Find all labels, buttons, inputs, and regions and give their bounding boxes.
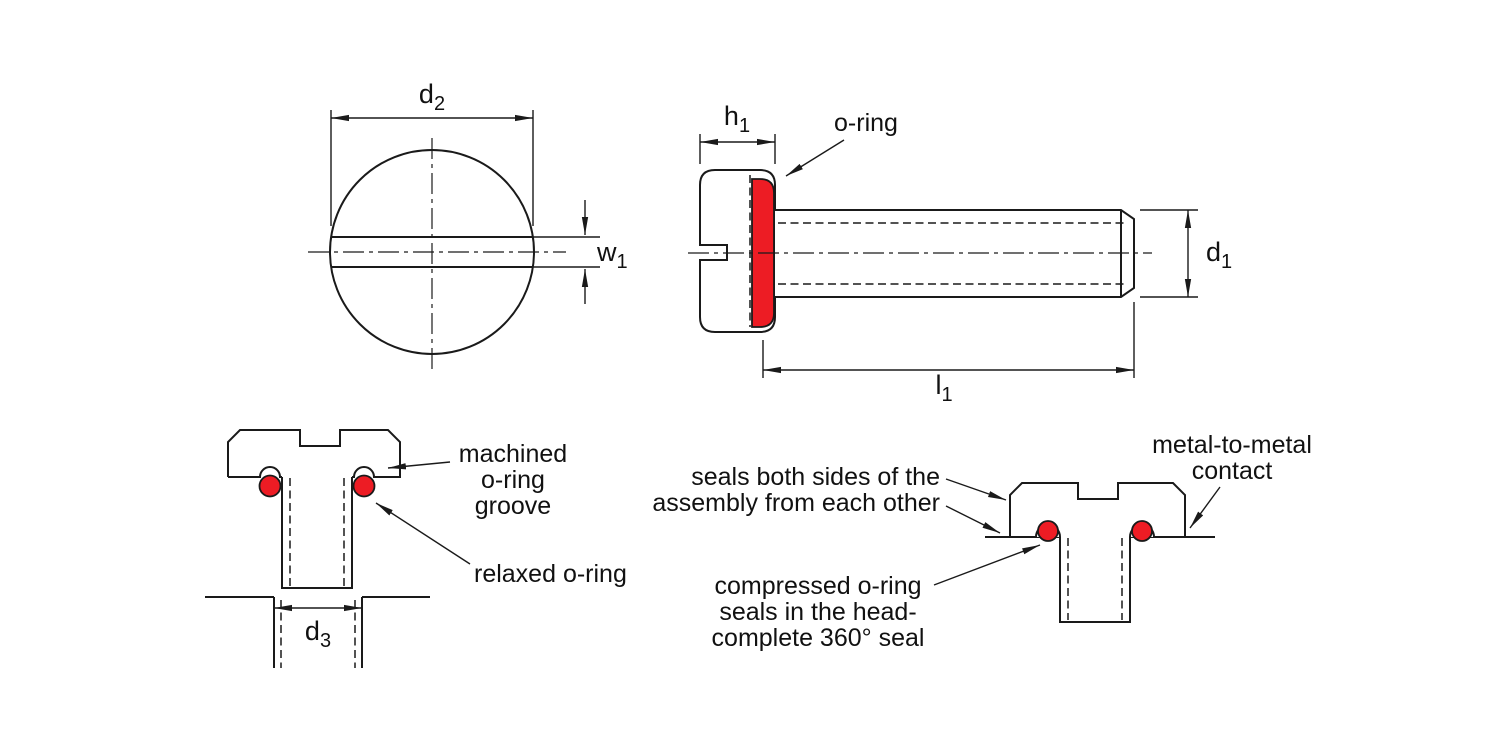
metal-contact-label-line1: metal-to-metal [1152,431,1312,459]
seals-both-sides-label-line2: assembly from each other [652,489,940,517]
o-ring-label: o-ring [834,109,898,137]
compressed-o-ring-leader-arrow [933,544,1041,586]
seals-leader-arrow-top [945,478,1007,501]
installed-section-view: seals both sides of the assembly from ea… [652,431,1312,652]
w1-label: w1 [596,237,628,273]
compressed-o-ring-label-line2: seals in the head- [719,598,916,626]
section-head-outline [227,429,401,478]
metal-contact-leader-arrow [1189,486,1221,529]
machined-groove-label-line3: groove [475,492,551,520]
installed-shank [1059,537,1131,623]
o-ring-leader-arrow [785,139,845,177]
metal-contact-label-line2: contact [1192,457,1273,485]
section-head-fill [228,430,400,477]
machined-groove-label-line2: o-ring [481,466,545,494]
relaxed-o-ring-left [258,474,282,498]
d3-label: d3 [305,616,331,652]
compressed-o-ring-right [1131,520,1153,542]
machined-groove-leader-arrow [387,461,451,470]
screw-side-view: h1 o-ring d1 l1 [688,101,1232,406]
section-shank [281,477,353,589]
d1-label: d1 [1206,237,1232,273]
seals-leader-arrow-bottom [945,505,1001,534]
installed-head-fill [1010,483,1185,537]
compressed-o-ring-label-line1: compressed o-ring [714,572,921,600]
compressed-o-ring-left [1037,520,1059,542]
h1-label: h1 [724,101,750,137]
d2-label: d2 [419,79,445,115]
head-front-view: d2 w1 [308,79,628,372]
seals-both-sides-label-line1: seals both sides of the [691,463,940,491]
relaxed-o-ring-label: relaxed o-ring [474,560,627,588]
machined-groove-label-line1: machined [459,440,567,468]
relaxed-section-view: d3 machined o-ring groove relaxed o-ring [205,429,627,668]
l1-label: l1 [935,370,952,406]
relaxed-o-ring-right [352,474,376,498]
relaxed-o-ring-leader-arrow [375,502,471,565]
compressed-o-ring-label-line3: complete 360° seal [712,624,925,652]
